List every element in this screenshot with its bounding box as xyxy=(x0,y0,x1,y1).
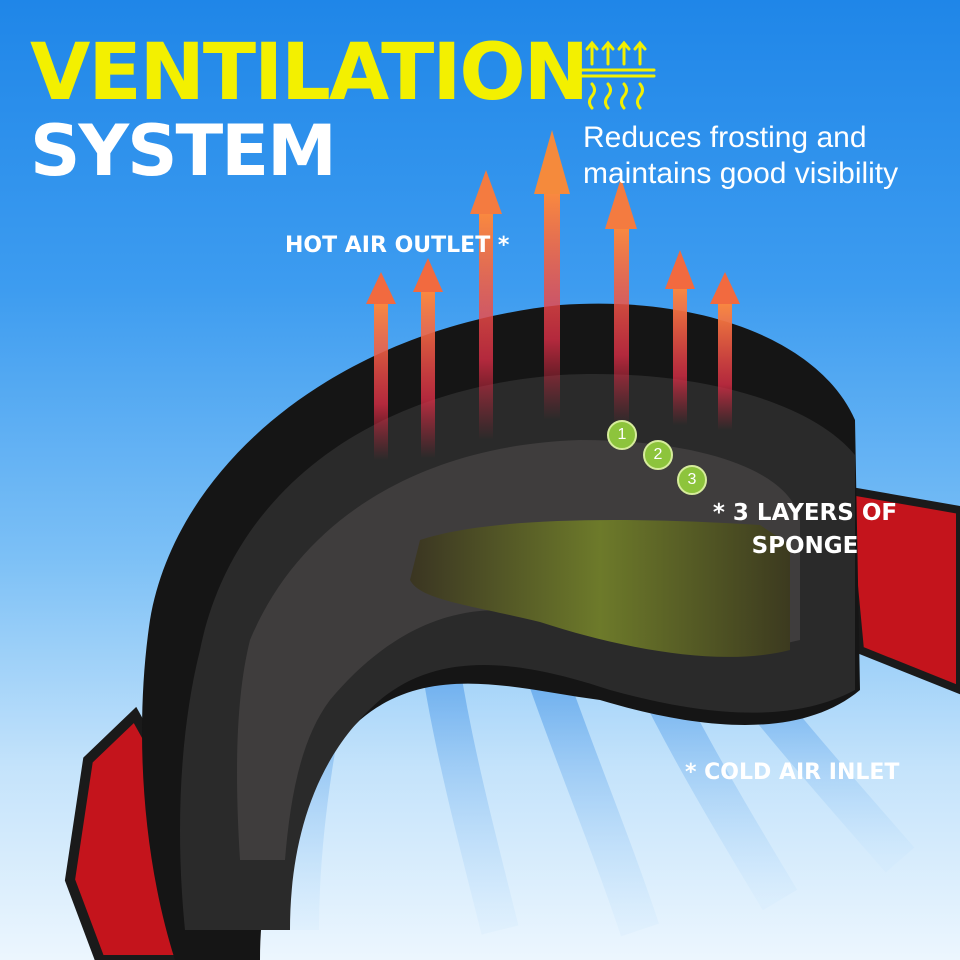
title-line-ventilation: VENTILATION xyxy=(30,28,589,118)
cold-air-inlet-label: * COLD AIR INLET xyxy=(685,760,900,785)
layer-badge-1: 1 xyxy=(607,420,637,450)
sponge-layers-label: * 3 LAYERS OF SPONGE xyxy=(712,500,898,559)
hot-air-outlet-label: HOT AIR OUTLET * xyxy=(285,233,510,258)
title-line-system: SYSTEM xyxy=(30,110,337,192)
layer-badge-3: 3 xyxy=(677,465,707,495)
page-title: VENTILATION SYSTEM xyxy=(30,28,589,192)
hot-air-arrows xyxy=(366,130,740,460)
goggle-lens xyxy=(410,520,790,657)
heat-vent-icon xyxy=(580,40,656,110)
benefit-description: Reduces frosting and maintains good visi… xyxy=(583,121,899,190)
layer-badge-2: 2 xyxy=(643,440,673,470)
